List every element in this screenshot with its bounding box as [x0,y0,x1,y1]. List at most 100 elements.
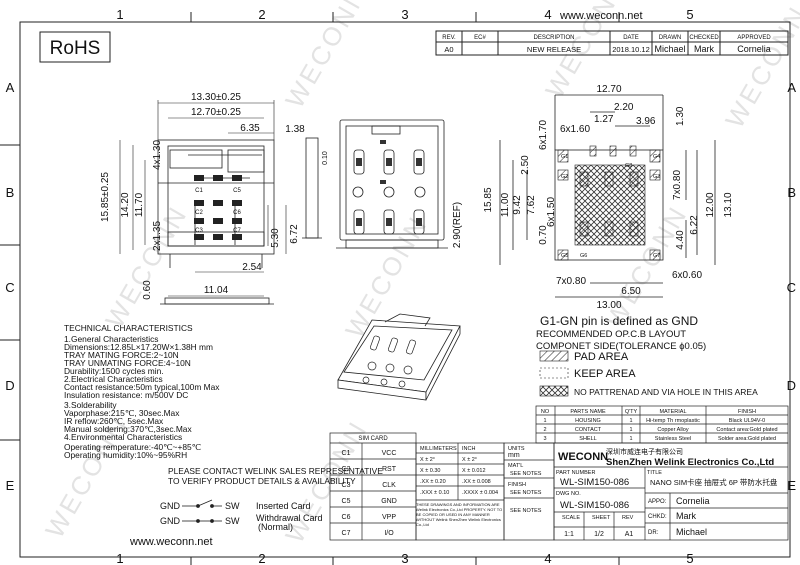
svg-text:UNITS: UNITS [508,446,525,452]
svg-text:2x1.35: 2x1.35 [152,221,163,251]
svg-text:DRAWN: DRAWN [659,35,681,41]
col-mark-1-bottom: 1 [116,551,123,565]
svg-text:TRAY UNMATING FORCE:4~10N: TRAY UNMATING FORCE:4~10N [64,358,191,368]
svg-text:12.70±0.25: 12.70±0.25 [191,107,241,118]
svg-text:RECOMMENDED OP.C.B LAYOUT: RECOMMENDED OP.C.B LAYOUT [536,329,686,340]
col-mark-2-bottom: 2 [258,551,265,565]
svg-text:FINISH: FINISH [738,409,756,415]
svg-text:SW: SW [225,501,240,511]
svg-text:12.70: 12.70 [596,84,621,95]
svg-text:Inserted Card: Inserted Card [256,501,311,511]
svg-text:12.00: 12.00 [705,192,716,217]
svg-text:G6: G6 [580,253,587,259]
svg-text:DESCRIPTION: DESCRIPTION [533,35,574,41]
svg-text:1: 1 [629,418,632,424]
svg-text:I/O: I/O [384,530,394,537]
col-mark-2: 2 [258,7,265,22]
svg-text:9.42: 9.42 [512,195,523,215]
svg-text:Dimensions:12.85L×17.20W×1.38H: Dimensions:12.85L×17.20W×1.38H mm [64,342,213,352]
svg-text:TRAY MATING FORCE:2~10N: TRAY MATING FORCE:2~10N [64,350,179,360]
svg-text:G2: G2 [561,174,568,180]
svg-text:NO PATTRENAD AND VIA HOLE IN T: NO PATTRENAD AND VIA HOLE IN THIS AREA [574,387,758,397]
svg-text:G8: G8 [625,163,632,169]
svg-text:C5: C5 [233,188,241,194]
side-profile-view [160,297,274,305]
pcb-ground-labels: G1 G2 G3 G4 G5 G6 G7 G8 [561,154,660,259]
bottom-view-contacts [352,149,426,235]
row-mark-b-right: B [787,185,796,200]
svg-text:CHKD:: CHKD: [648,514,667,520]
svg-text:6.22: 6.22 [689,215,700,235]
svg-text:X ± 2°: X ± 2° [462,457,477,463]
svg-text:G1-GN pin is defined as GND: G1-GN pin is defined as GND [540,314,698,328]
tolerance-table [415,442,555,541]
svg-text:C5: C5 [342,498,351,505]
watermark-text: WECONN [99,200,193,333]
svg-text:SW: SW [225,516,240,526]
svg-text:APPROVED: APPROVED [737,35,771,41]
website-top: www.weconn.net [559,10,643,22]
svg-text:Copper Alloy: Copper Alloy [657,427,688,433]
svg-text:1/2: 1/2 [594,531,604,538]
svg-text:C7: C7 [342,530,351,537]
svg-text:GND: GND [381,498,397,505]
bottom-view-drawing [336,119,448,249]
right-dimension-labels: 12.70 2.20 1.27 3.96 1.30 6x1.70 6x1.60 … [483,84,734,311]
svg-text:G1: G1 [561,154,568,160]
svg-text:Mark: Mark [694,44,714,54]
svg-text:PAD AREA: PAD AREA [574,351,629,363]
svg-text:1: 1 [543,418,546,424]
drawing-frame [19,21,791,558]
svg-text:REV: REV [622,515,634,521]
watermark-text: WECONN [719,0,800,133]
svg-text:Cornelia: Cornelia [737,44,771,54]
svg-text:6.50: 6.50 [621,286,641,297]
row-mark-a: A [6,80,15,95]
bom-table [535,405,789,444]
svg-text:Michael: Michael [676,527,707,537]
svg-text:4.Environmental Characteristic: 4.Environmental Characteristics [64,432,182,442]
svg-text:PART NUMBER: PART NUMBER [556,470,595,476]
revision-row: A0 NEW RELEASE 2018.10.12 Michael Mark C… [444,44,770,54]
svg-text:5.30: 5.30 [270,228,281,248]
bottom-view-fills [356,140,422,226]
svg-text:2.50: 2.50 [520,155,531,175]
isometric-contacts [362,335,416,388]
svg-text:1: 1 [629,427,632,433]
rohs-box [39,31,111,63]
svg-text:C3: C3 [195,228,203,234]
svg-text:4x1.30: 4x1.30 [152,140,163,170]
svg-text:CHECKED: CHECKED [689,35,719,41]
col-mark-5-bottom: 5 [686,551,693,565]
svg-text:13.30±0.25: 13.30±0.25 [191,92,241,103]
svg-text:C1: C1 [342,450,351,457]
svg-text:2018.10.12: 2018.10.12 [612,45,650,54]
legend [539,350,569,397]
title-block-texts: WECONN 深圳市威连电子有限公司 ShenZhen Welink Elect… [556,447,778,538]
pcb-pad-areas [557,145,661,261]
revision-headers: REV. EC# DESCRIPTION DATE DRAWN CHECKED … [442,35,771,41]
svg-text:X ± 0.30: X ± 0.30 [420,468,440,474]
svg-text:IR reflow:260℃, 5sec.Max: IR reflow:260℃, 5sec.Max [64,416,164,426]
svg-text:WL-SIM150-086: WL-SIM150-086 [560,477,629,488]
svg-text:2.90(REF): 2.90(REF) [452,202,463,248]
svg-text:FINISH: FINISH [508,482,526,488]
col-mark-4: 4 [544,7,551,22]
svg-text:C2: C2 [342,466,351,473]
pcb-layout-drawing [499,94,716,298]
svg-text:0.60: 0.60 [142,280,153,300]
col-mark-5: 5 [686,7,693,22]
svg-text:C6: C6 [342,514,351,521]
svg-text:SEE NOTES: SEE NOTES [510,471,542,477]
svg-text:1.38: 1.38 [285,124,305,135]
row-mark-b: B [6,185,15,200]
svg-text:G5: G5 [561,253,568,259]
svg-text:NANO SIM卡座 抽屉式 6P 带防水托盘: NANO SIM卡座 抽屉式 6P 带防水托盘 [650,477,778,487]
svg-text:2: 2 [543,427,546,433]
svg-text:4.40: 4.40 [675,230,686,250]
svg-text:3.Solderability: 3.Solderability [64,400,117,410]
svg-text:mm: mm [508,452,520,459]
